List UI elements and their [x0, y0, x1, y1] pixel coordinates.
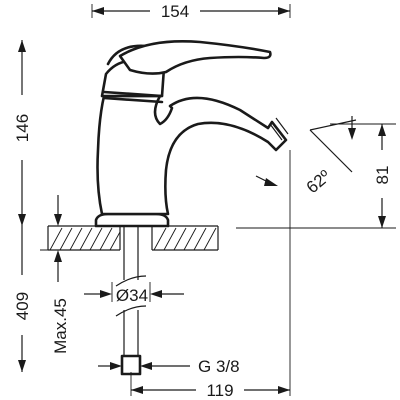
dimension-width-top-label: 154	[161, 2, 189, 21]
dimension-spray-angle-label: 62º	[303, 166, 334, 197]
dimension-height-body: 146	[13, 40, 32, 226]
dimension-thread: G 3/8	[98, 357, 240, 376]
dimension-width-top: 154	[91, 2, 291, 21]
dimension-spout-reach: 119	[130, 150, 291, 400]
dimension-height-total: 409	[13, 226, 32, 372]
dimension-thread-label: G 3/8	[198, 357, 240, 376]
dimension-spray-height: 81	[236, 123, 396, 229]
dimension-hole-diameter-label: Ø34	[116, 286, 148, 305]
dimension-max-thickness-label: Max.45	[51, 298, 70, 354]
countertop-section	[47, 225, 219, 251]
dimension-height-body-label: 146	[13, 114, 32, 142]
dimension-max-thickness: Max.45	[40, 195, 95, 354]
dimension-hole-diameter: Ø34	[84, 282, 184, 305]
dimension-spray-height-label: 81	[373, 166, 392, 185]
dimension-spout-reach-label: 119	[206, 381, 233, 400]
dimension-height-total-label: 409	[13, 292, 32, 320]
mixer-body	[94, 39, 289, 228]
